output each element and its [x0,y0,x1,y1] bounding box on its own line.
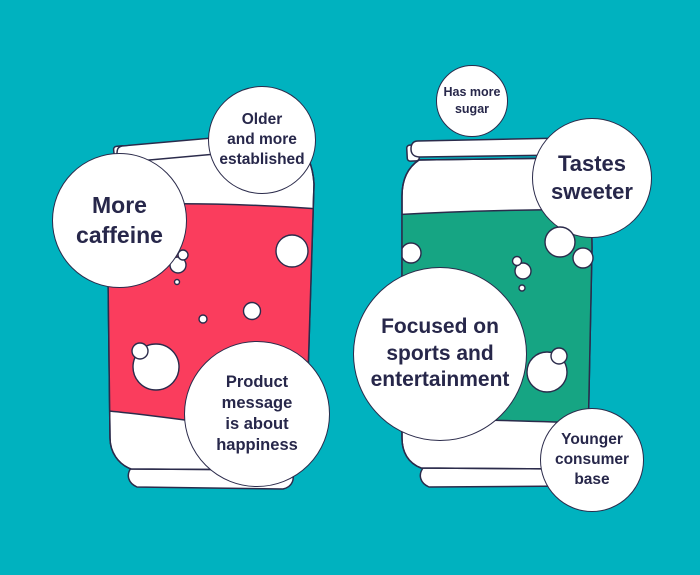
foam-bubble [173,278,181,286]
foam-bubble [198,314,208,324]
bubble-older-established: Older and more established [208,86,316,194]
bubble-more-caffeine: More caffeine [52,153,187,288]
bubble-product-message: Product message is about happiness [184,341,330,487]
foam-bubble [131,342,149,360]
foam-bubble [514,262,532,280]
bubble-has-more-sugar: Has more sugar [436,65,508,137]
bubble-tastes-sweeter: Tastes sweeter [532,118,652,238]
foam-bubble [242,301,262,321]
right-can-foam-bubbles [402,242,568,393]
foam-bubble [511,255,523,267]
foam-bubble [177,249,189,261]
foam-bubble [275,234,309,268]
foam-bubble [550,347,568,365]
bubble-younger-consumer: Younger consumer base [540,408,644,512]
foam-bubble [402,242,422,264]
foam-bubble [518,284,526,292]
bubble-focused-sports: Focused on sports and entertainment [353,267,527,441]
